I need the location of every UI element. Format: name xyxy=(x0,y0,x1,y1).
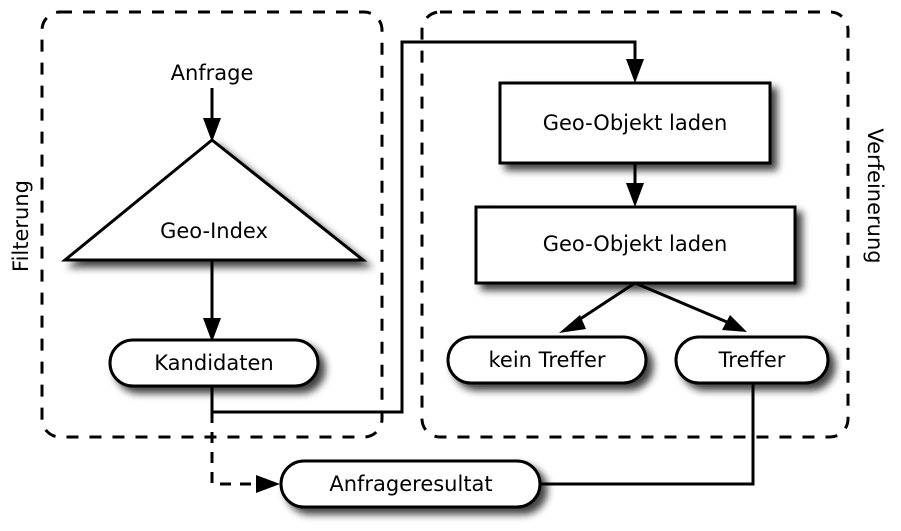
node-geo-index[interactable]: Geo-Index xyxy=(60,138,368,262)
node-geo-objekt-laden-1[interactable]: Geo-Objekt laden xyxy=(498,81,772,165)
node-kein-treffer-label: kein Treffer xyxy=(488,348,605,372)
arrowhead-icon xyxy=(722,315,747,332)
node-treffer-label: Treffer xyxy=(718,348,786,372)
region-verfeinerung: Verfeinerung xyxy=(420,10,887,439)
node-kandidaten-label: Kandidaten xyxy=(154,351,273,375)
arrowhead-icon xyxy=(626,183,644,207)
node-geo-objekt-laden-1-shape xyxy=(498,81,772,165)
arrowhead-icon xyxy=(203,118,221,142)
edge-kandidaten-to-geo-objekt-laden-1 xyxy=(210,40,644,414)
arrowhead-icon xyxy=(559,315,586,333)
region-verfeinerung-border xyxy=(420,10,850,439)
edge-treffer-to-anfrageresultat xyxy=(540,383,755,486)
node-anfrageresultat[interactable]: Anfrageresultat xyxy=(279,459,542,509)
edge-kandidaten-to-anfrageresultat xyxy=(210,412,280,493)
node-geo-index-label: Geo-Index xyxy=(160,219,268,243)
node-kandidaten[interactable]: Kandidaten xyxy=(108,338,320,388)
node-geo-objekt-laden-2-shape xyxy=(474,205,797,285)
node-kein-treffer-shape xyxy=(446,335,648,385)
arrowhead-icon xyxy=(256,475,280,493)
node-anfrage[interactable]: Anfrage xyxy=(171,61,254,85)
region-filterung-label: Filterung xyxy=(9,180,33,272)
node-kandidaten-shape xyxy=(108,338,320,388)
node-anfrageresultat-shape xyxy=(279,459,542,509)
region-verfeinerung-label: Verfeinerung xyxy=(863,128,887,263)
node-geo-objekt-laden-2-label: Geo-Objekt laden xyxy=(543,232,728,256)
node-geo-objekt-laden-2[interactable]: Geo-Objekt laden xyxy=(474,205,797,285)
node-geo-index-shape xyxy=(60,138,368,262)
edge-geo-objekt-2-to-treffer xyxy=(634,281,747,332)
node-anfrageresultat-label: Anfrageresultat xyxy=(329,472,492,496)
edge-geo-objekt-2-to-kein-treffer xyxy=(559,281,636,333)
edge-geo-objekt-1-to-geo-objekt-2 xyxy=(626,163,644,207)
node-anfrage-label: Anfrage xyxy=(171,61,254,85)
node-geo-objekt-laden-1-label: Geo-Objekt laden xyxy=(543,111,728,135)
arrowhead-icon xyxy=(203,318,221,342)
node-treffer-shape xyxy=(674,335,830,385)
node-treffer[interactable]: Treffer xyxy=(674,335,830,385)
arrowhead-icon xyxy=(626,59,644,83)
node-kein-treffer[interactable]: kein Treffer xyxy=(446,335,648,385)
edge-geo-index-to-kandidaten xyxy=(203,260,221,342)
edge-anfrage-to-geo-index xyxy=(203,88,221,142)
